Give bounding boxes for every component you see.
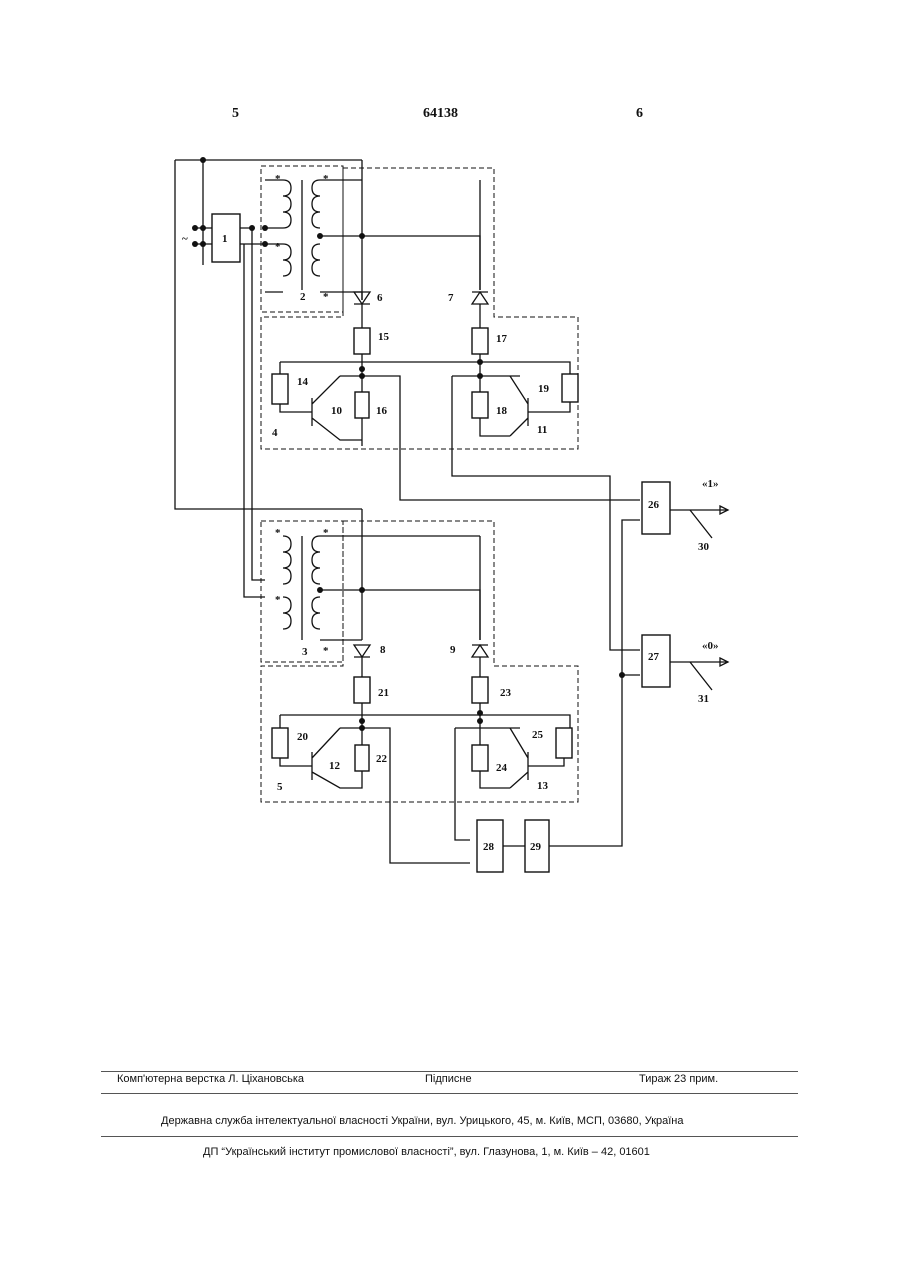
- schematic-label: 13: [537, 780, 549, 792]
- schematic-label: 24: [496, 762, 508, 774]
- ac-symbol: ~: [182, 233, 188, 245]
- schematic-label: 25: [532, 729, 544, 741]
- schematic-label: 1: [222, 233, 228, 245]
- schematic-label: 22: [376, 753, 388, 765]
- schematic-label: 16: [376, 405, 388, 417]
- output-zero-label: «0»: [702, 640, 719, 652]
- footer-rule-top: [101, 1071, 798, 1072]
- schematic-label: *: [323, 291, 329, 303]
- schematic-label: 30: [698, 541, 710, 553]
- schematic-label: *: [275, 241, 281, 253]
- output-one-label: «1»: [702, 478, 719, 490]
- schematic-label: 12: [329, 760, 341, 772]
- footer-signed: Підписне: [425, 1073, 472, 1085]
- schematic-label: 29: [530, 841, 542, 853]
- footer-office-address: Державна служба інтелектуальної власност…: [161, 1115, 684, 1127]
- schematic-label: 4: [272, 427, 278, 439]
- footer-rule-middle: [101, 1093, 798, 1094]
- schematic-label: *: [323, 173, 329, 185]
- schematic-label: 6: [377, 292, 383, 304]
- schematic-label: 27: [648, 651, 660, 663]
- schematic-label: 18: [496, 405, 508, 417]
- schematic-label: 2: [300, 291, 306, 303]
- schematic-label: *: [275, 173, 281, 185]
- schematic-label: *: [323, 645, 329, 657]
- schematic-label: *: [275, 527, 281, 539]
- schematic-label: 10: [331, 405, 343, 417]
- schematic-label: 3: [302, 646, 308, 658]
- footer-layout-credit: Комп'ютерна верстка Л. Ціхановська: [117, 1073, 304, 1085]
- schematic-label: 11: [537, 424, 547, 436]
- schematic-label: 21: [378, 687, 389, 699]
- schematic-label: 5: [277, 781, 283, 793]
- schematic-label: 19: [538, 383, 550, 395]
- schematic-label: 31: [698, 693, 709, 705]
- schematic-label: 7: [448, 292, 454, 304]
- footer-institute-address: ДП “Український інститут промислової вла…: [203, 1146, 650, 1158]
- schematic-label: *: [275, 594, 281, 606]
- footer-rule-bottom: [101, 1136, 798, 1137]
- schematic-label: 14: [297, 376, 309, 388]
- schematic-label: 26: [648, 499, 660, 511]
- schematic-label: *: [323, 527, 329, 539]
- schematic-label: 17: [496, 333, 508, 345]
- schematic-label: 8: [380, 644, 386, 656]
- schematic-label: 9: [450, 644, 456, 656]
- schematic-label: 28: [483, 841, 495, 853]
- detector-4-enclosure: [261, 168, 578, 449]
- schematic-label: 20: [297, 731, 309, 743]
- schematic-label: 23: [500, 687, 512, 699]
- footer-circulation: Тираж 23 прим.: [639, 1073, 718, 1085]
- schematic-label: 15: [378, 331, 390, 343]
